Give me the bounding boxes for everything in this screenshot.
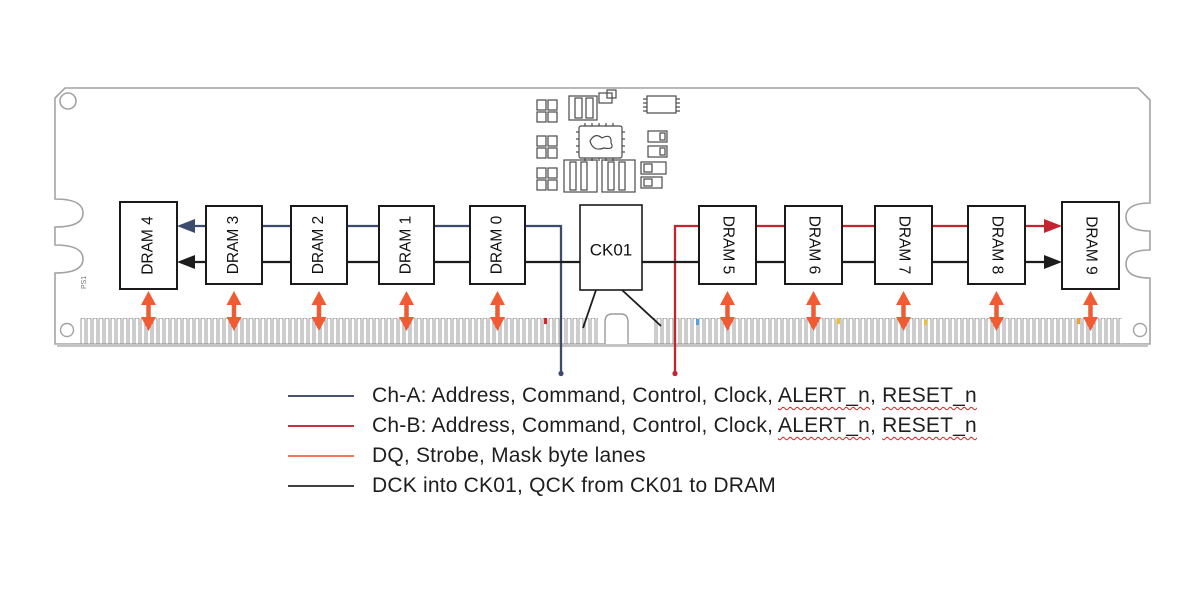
dck-lines	[582, 289, 662, 329]
connector-key-notch	[604, 313, 629, 344]
legend-label-ch-b: Ch-B: Address, Command, Control, Clock, …	[372, 414, 977, 438]
smd-capacitor-bank	[536, 99, 558, 191]
chip-label: DRAM 8	[988, 216, 1005, 275]
pin-color-marks	[544, 318, 1080, 325]
legend-line-ch-b	[288, 425, 354, 427]
chip-label: DRAM 0	[489, 215, 506, 274]
chip-dram-0: DRAM 0	[469, 205, 526, 285]
chip-label: DRAM 5	[719, 216, 736, 275]
chip-label: DRAM 4	[140, 216, 157, 275]
chip-label: DRAM 7	[895, 216, 912, 275]
legend-text-alert-n: ALERT_n	[778, 414, 871, 437]
legend-line-dq	[288, 455, 354, 457]
chip-label: DRAM 9	[1082, 216, 1099, 275]
smd-small-part	[598, 89, 617, 104]
legend-text-segment: Ch-B: Address, Command, Control, Clock,	[372, 414, 778, 437]
chip-dram-4: DRAM 4	[119, 201, 178, 290]
legend-text-segment: Ch-A: Address, Command, Control, Clock,	[372, 384, 778, 407]
edge-connector-pins-left	[80, 318, 598, 344]
chip-label: DRAM 3	[225, 216, 242, 275]
chip-dram-6: DRAM 6	[784, 205, 843, 285]
chip-label: CK01	[590, 240, 633, 259]
smd-tantalum-caps	[563, 159, 636, 193]
chip-dram-5: DRAM 5	[698, 205, 757, 285]
legend-item-dq: DQ, Strobe, Mask byte lanes	[288, 441, 977, 471]
legend-item-dck: DCK into CK01, QCK from CK01 to DRAM	[288, 471, 977, 501]
chip-dram-8: DRAM 8	[967, 205, 1026, 285]
mounting-hole-bottom-left	[59, 322, 75, 338]
legend-label-ch-a: Ch-A: Address, Command, Control, Clock, …	[372, 384, 977, 408]
chip-label: DRAM 1	[398, 216, 415, 275]
smd-components	[536, 89, 680, 193]
mounting-hole-top-left	[59, 92, 77, 110]
edge-connector-pins-right	[652, 318, 1122, 344]
chips: DRAM 4 DRAM 3 DRAM 2 DRAM 1 DRAM 0 CK01 …	[119, 201, 1120, 291]
legend-text-segment: ,	[870, 414, 883, 437]
legend: Ch-A: Address, Command, Control, Clock, …	[288, 381, 977, 501]
legend-text-segment: ,	[870, 384, 883, 407]
chip-dram-3: DRAM 3	[205, 205, 263, 285]
chip-ck01: CK01	[579, 204, 643, 291]
smd-filter-caps	[640, 130, 668, 189]
chip-dram-1: DRAM 1	[378, 205, 435, 285]
legend-text-reset-n: RESET_n	[882, 414, 977, 437]
legend-line-dck	[288, 485, 354, 487]
legend-text-alert-n: ALERT_n	[778, 384, 871, 407]
legend-label-dq: DQ, Strobe, Mask byte lanes	[372, 444, 646, 467]
legend-label-dck: DCK into CK01, QCK from CK01 to DRAM	[372, 474, 776, 497]
smd-soic-ic	[643, 95, 680, 114]
chip-label: DRAM 6	[805, 216, 822, 275]
chip-dram-7: DRAM 7	[874, 205, 933, 285]
mounting-hole-bottom-right	[1132, 322, 1148, 338]
smd-inductor	[568, 95, 598, 121]
board-marking: PS1	[81, 276, 88, 289]
legend-item-ch-a: Ch-A: Address, Command, Control, Clock, …	[288, 381, 977, 411]
legend-text-reset-n: RESET_n	[882, 384, 977, 407]
chip-dram-2: DRAM 2	[290, 205, 348, 285]
chip-label: DRAM 2	[310, 216, 327, 275]
legend-line-ch-a	[288, 395, 354, 397]
smd-qfn-ic	[576, 123, 625, 161]
chip-dram-9: DRAM 9	[1061, 201, 1120, 290]
legend-item-ch-b: Ch-B: Address, Command, Control, Clock, …	[288, 411, 977, 441]
